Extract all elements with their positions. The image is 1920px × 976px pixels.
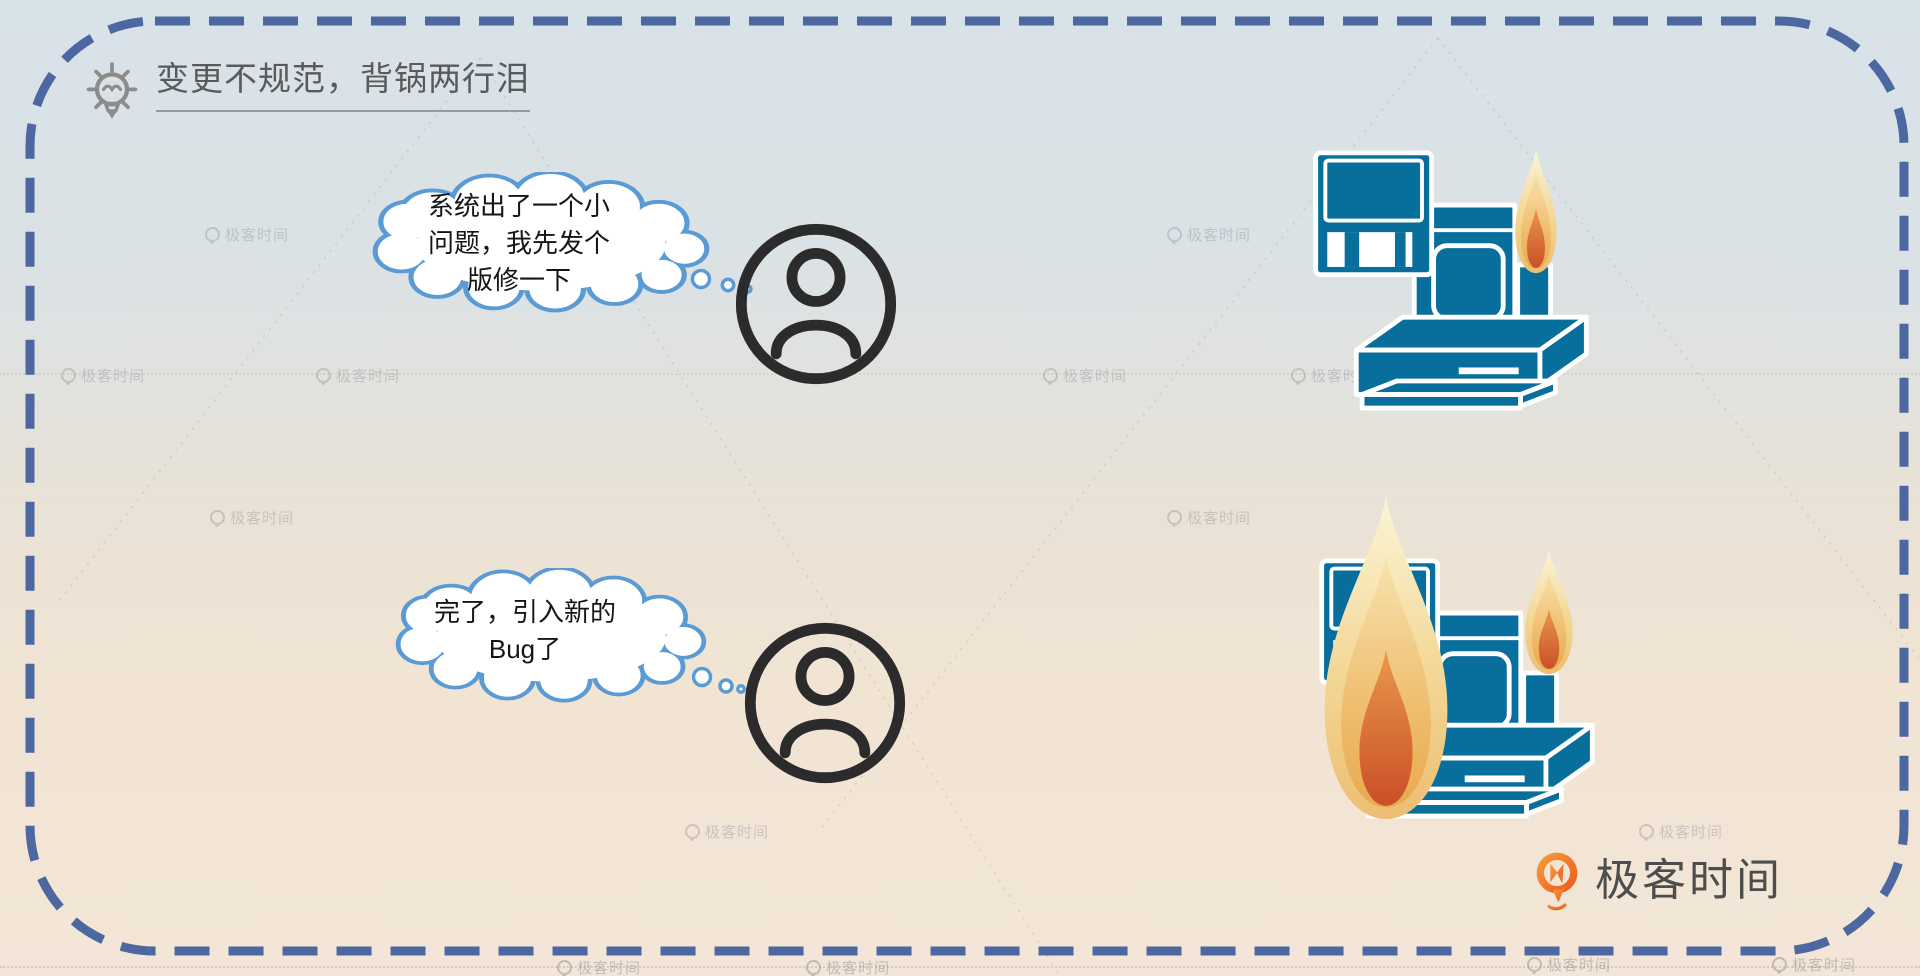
slide-header: 变更不规范，背锅两行泪 — [82, 58, 530, 132]
watermark: 极客时间 — [1772, 954, 1856, 975]
dotted-rule — [0, 966, 1920, 968]
watermark-text: 极客时间 — [1187, 510, 1252, 527]
watermark: 极客时间 — [1043, 365, 1127, 386]
watermark-text: 极客时间 — [81, 368, 146, 385]
watermark-pin-icon — [685, 824, 700, 841]
bubble-text-line: 问题，我先发个 — [427, 227, 610, 258]
watermark-pin-icon — [1639, 824, 1654, 841]
slide-title: 变更不规范，背锅两行泪 — [156, 58, 530, 113]
person-icon-1 — [735, 223, 897, 385]
person-icon-2 — [744, 622, 906, 784]
watermark: 极客时间 — [1527, 954, 1611, 975]
watermark-pin-icon — [316, 368, 331, 385]
flame-icon-small-1 — [1515, 148, 1557, 274]
thought-dots-2 — [692, 666, 746, 694]
geektime-logo-text: 极客时间 — [1595, 856, 1783, 905]
watermark-text: 极客时间 — [1792, 957, 1857, 974]
geektime-logo-icon — [1536, 852, 1578, 911]
watermark: 极客时间 — [806, 957, 890, 976]
watermark-pin-icon — [1291, 368, 1306, 385]
bubble-text-line: Bug了 — [488, 634, 562, 664]
watermark: 极客时间 — [316, 365, 400, 386]
watermark: 极客时间 — [685, 821, 769, 842]
watermark: 极客时间 — [205, 224, 289, 245]
flame-icon-small-2 — [1525, 549, 1573, 675]
watermark-pin-icon — [61, 368, 76, 385]
watermark-text: 极客时间 — [577, 960, 642, 976]
watermark-text: 极客时间 — [826, 960, 891, 976]
watermark-pin-icon — [1167, 227, 1182, 244]
bubble-1-text: 系统出了一个小 问题，我先发个 版修一下 — [362, 172, 720, 314]
bubble-2-text: 完了，引入新的 Bug了 — [386, 568, 716, 704]
computer-icon-1 — [1313, 150, 1589, 411]
flame-icon-big — [1324, 496, 1448, 820]
watermark-text: 极客时间 — [1063, 368, 1128, 385]
watermark-text: 极客时间 — [230, 510, 295, 527]
geektime-logo: 极客时间 — [1533, 848, 1783, 914]
watermark: 极客时间 — [1167, 507, 1251, 528]
watermark-text: 极客时间 — [1547, 957, 1612, 974]
watermark-text: 极客时间 — [705, 824, 770, 841]
bubble-text-line: 完了，引入新的 — [433, 597, 616, 627]
watermark-pin-icon — [205, 227, 220, 244]
watermark: 极客时间 — [1167, 224, 1251, 245]
cloud-bubble-shape — [395, 568, 707, 703]
thought-bubble-1: 系统出了一个小 问题，我先发个 版修一下 — [362, 172, 720, 314]
watermark: 极客时间 — [1639, 821, 1723, 842]
watermark-pin-icon — [1043, 368, 1058, 385]
cloud-bubble-shape — [372, 172, 710, 313]
dotted-rule — [0, 373, 1920, 375]
thought-bubble-2: 完了，引入新的 Bug了 — [386, 568, 716, 704]
watermark-pin-icon — [1527, 957, 1542, 974]
watermark-text: 极客时间 — [1659, 824, 1724, 841]
lightbulb-idea-icon — [86, 62, 138, 119]
bubble-text-line: 版修一下 — [466, 264, 571, 295]
watermark-pin-icon — [1772, 957, 1787, 974]
watermark-pin-icon — [1167, 510, 1182, 527]
watermark-text: 极客时间 — [225, 227, 290, 244]
watermark: 极客时间 — [61, 365, 145, 386]
watermark: 极客时间 — [210, 507, 294, 528]
bubble-text-line: 系统出了一个小 — [427, 190, 610, 221]
watermark-text: 极客时间 — [1187, 227, 1252, 244]
watermark-pin-icon — [210, 510, 225, 527]
watermark-text: 极客时间 — [336, 368, 401, 385]
